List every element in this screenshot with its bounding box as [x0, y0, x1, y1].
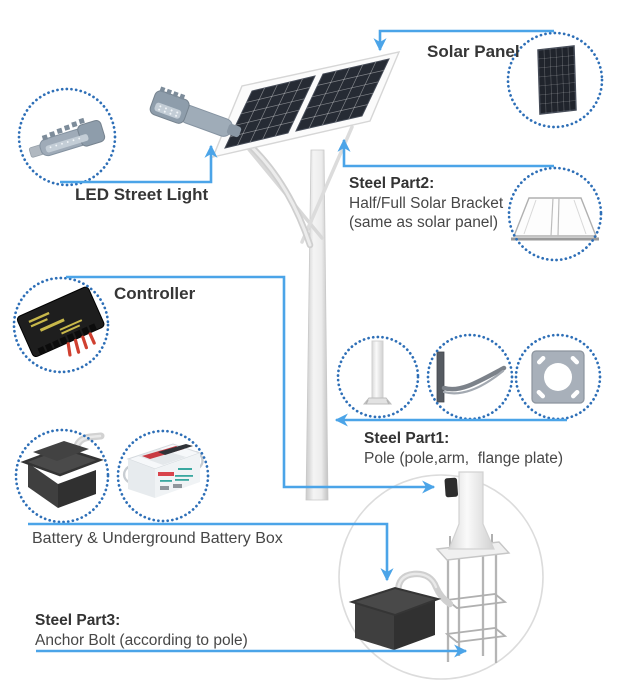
dotted-circle-pole: [336, 335, 420, 419]
big-circle: [338, 474, 544, 680]
underground-installation-illustration: [338, 471, 544, 680]
dotted-circle-led: [17, 87, 117, 187]
connector-solar-panel: [373, 29, 554, 52]
flange-plate-icon: [531, 350, 585, 404]
main-led-street-light: [149, 86, 242, 138]
led-street-light-icon: [28, 117, 106, 158]
battery-box-icon: [20, 432, 105, 508]
connector-battery: [28, 522, 394, 582]
main-pole: [305, 149, 329, 501]
anchor-frames: [444, 593, 508, 643]
pole-controller-box: [444, 477, 459, 498]
steel-part1-title: Steel Part1:: [364, 430, 450, 447]
dotted-circle-solar-panel: [506, 31, 604, 129]
steel-part3-block: Steel Part3: Anchor Bolt (according to p…: [35, 611, 248, 650]
steel-part2-title: Steel Part2:: [349, 175, 435, 192]
connector-bracket: [337, 138, 554, 168]
steel-part1-desc1: Pole (pole,arm, flange plate): [364, 449, 564, 467]
dotted-circle-controller: [12, 276, 110, 374]
battery-label: Battery & Underground Battery Box: [32, 530, 283, 547]
controller-icon: [16, 286, 105, 358]
pole-icon: [362, 340, 393, 405]
solar-panel-icon: [537, 45, 577, 115]
connector-led: [60, 144, 218, 184]
solar-bracket-icon: [511, 197, 599, 241]
buried-pole: [448, 471, 495, 550]
buried-battery-box: [348, 586, 442, 650]
main-assembly: [149, 51, 401, 501]
dotted-circle-bracket: [507, 166, 603, 262]
battery-icon: [122, 443, 204, 498]
steel-part2-desc2: (same as solar panel): [349, 214, 499, 231]
steel-part3-desc1: Anchor Bolt (according to pole): [35, 631, 248, 649]
steel-part2-desc1: Half/Full Solar Bracket: [349, 194, 504, 212]
led-street-light-label: LED Street Light: [75, 185, 209, 204]
dotted-circle-battery: [116, 429, 210, 523]
steel-part2-block: Steel Part2: Half/Full Solar Bracket (sa…: [349, 174, 503, 233]
arm-icon: [436, 351, 507, 403]
dotted-circle-battery-box: [14, 428, 110, 524]
connector-controller: [66, 275, 436, 494]
solar-array: [211, 51, 401, 158]
solar-panel-label: Solar Panel: [427, 42, 520, 61]
conduit-pipe-highlight: [396, 572, 438, 594]
steel-part3-title: Steel Part3:: [35, 612, 121, 629]
steel-part1-block: Steel Part1: Pole (pole,arm, flange plat…: [364, 429, 563, 468]
controller-label: Controller: [114, 284, 196, 303]
